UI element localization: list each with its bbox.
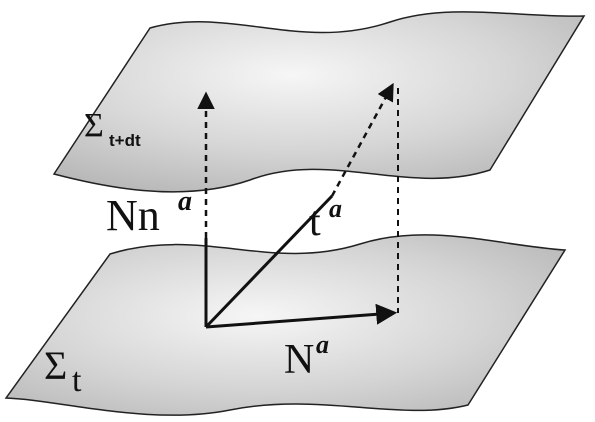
normal-vector-superscript: a xyxy=(178,186,192,217)
time-vector-superscript: a xyxy=(329,194,342,223)
upper-hypersurface xyxy=(52,11,586,193)
sigma-lower-label: Σ xyxy=(44,343,67,388)
normal-vector-label: Nn xyxy=(106,191,160,240)
time-vector-label: t xyxy=(309,199,321,245)
time-vector-solid xyxy=(204,194,334,329)
lower-hypersurface xyxy=(4,234,567,416)
shift-vector-label: N xyxy=(284,337,314,383)
time-vector-dashed xyxy=(330,82,394,197)
shift-vector xyxy=(205,303,398,329)
shift-vector-superscript: a xyxy=(316,330,329,359)
sigma-lower-symbol: Σ xyxy=(44,343,67,388)
sigma-upper-symbol: Σ xyxy=(84,107,104,144)
sigma-lower-subscript: t xyxy=(72,362,82,399)
sigma-upper-label: Σ xyxy=(84,107,104,144)
sigma-upper-subscript: t+dt xyxy=(109,131,141,150)
